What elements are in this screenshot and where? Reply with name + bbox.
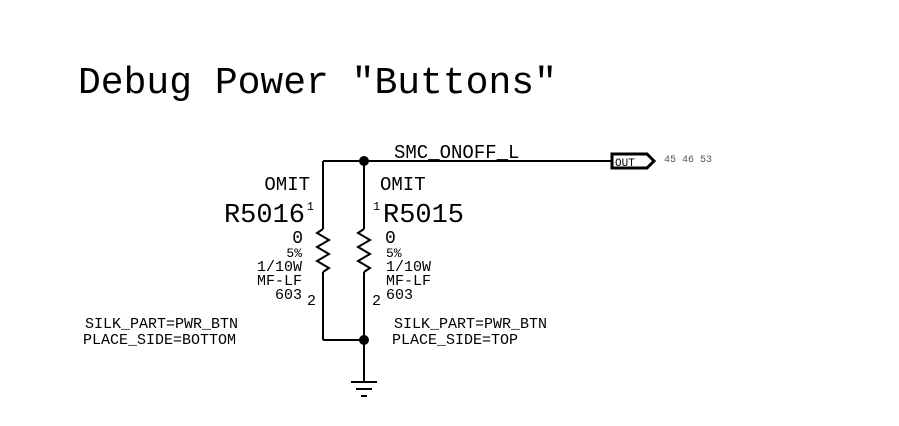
resistor-r5015-symbol	[356, 228, 372, 273]
junction-dot-top	[359, 156, 369, 166]
net-name-label: SMC_ONOFF_L	[394, 142, 519, 164]
r5016-silk-part: SILK_PART=PWR_BTN	[85, 316, 238, 333]
r5016-power: 1/10W	[257, 259, 302, 276]
r5015-refdes: R5015	[383, 201, 464, 231]
r5016-pin2: 2	[307, 293, 316, 310]
wires	[315, 160, 612, 382]
r5015-type: MF-LF	[386, 273, 431, 290]
output-port[interactable]: OUT	[610, 152, 657, 170]
page-references[interactable]: 45 46 53	[664, 155, 712, 166]
resistor-r5016[interactable]: OMIT R5016 1 0 5% 1/10W MF-LF 603 2 SILK…	[83, 174, 316, 349]
r5016-tolerance: 5%	[286, 246, 302, 261]
r5015-tolerance: 5%	[386, 246, 402, 261]
ground-icon	[351, 381, 377, 397]
r5015-power: 1/10W	[386, 259, 431, 276]
r5016-value: 0	[292, 229, 303, 249]
r5016-place-side: PLACE_SIDE=BOTTOM	[83, 332, 236, 349]
r5016-package: 603	[275, 287, 302, 304]
r5015-omit-label: OMIT	[380, 174, 426, 196]
r5016-omit-label: OMIT	[264, 174, 310, 196]
r5015-silk-part: SILK_PART=PWR_BTN	[394, 316, 547, 333]
r5016-type: MF-LF	[257, 273, 302, 290]
resistor-r5015[interactable]: OMIT R5015 1 0 5% 1/10W MF-LF 603 2 SILK…	[372, 174, 547, 349]
resistor-r5016-symbol	[315, 228, 331, 273]
output-port-arrow-icon	[610, 152, 657, 170]
r5016-refdes: R5016	[224, 201, 305, 231]
schematic-title: Debug Power "Buttons"	[78, 62, 557, 105]
r5015-package: 603	[386, 287, 413, 304]
r5015-pin2: 2	[372, 293, 381, 310]
junction-dot-bottom	[359, 335, 369, 345]
r5016-pin1: 1	[307, 200, 314, 214]
r5015-value: 0	[385, 229, 396, 249]
r5015-pin1: 1	[373, 200, 380, 214]
r5015-place-side: PLACE_SIDE=TOP	[392, 332, 518, 349]
output-port-label: OUT	[615, 158, 635, 170]
